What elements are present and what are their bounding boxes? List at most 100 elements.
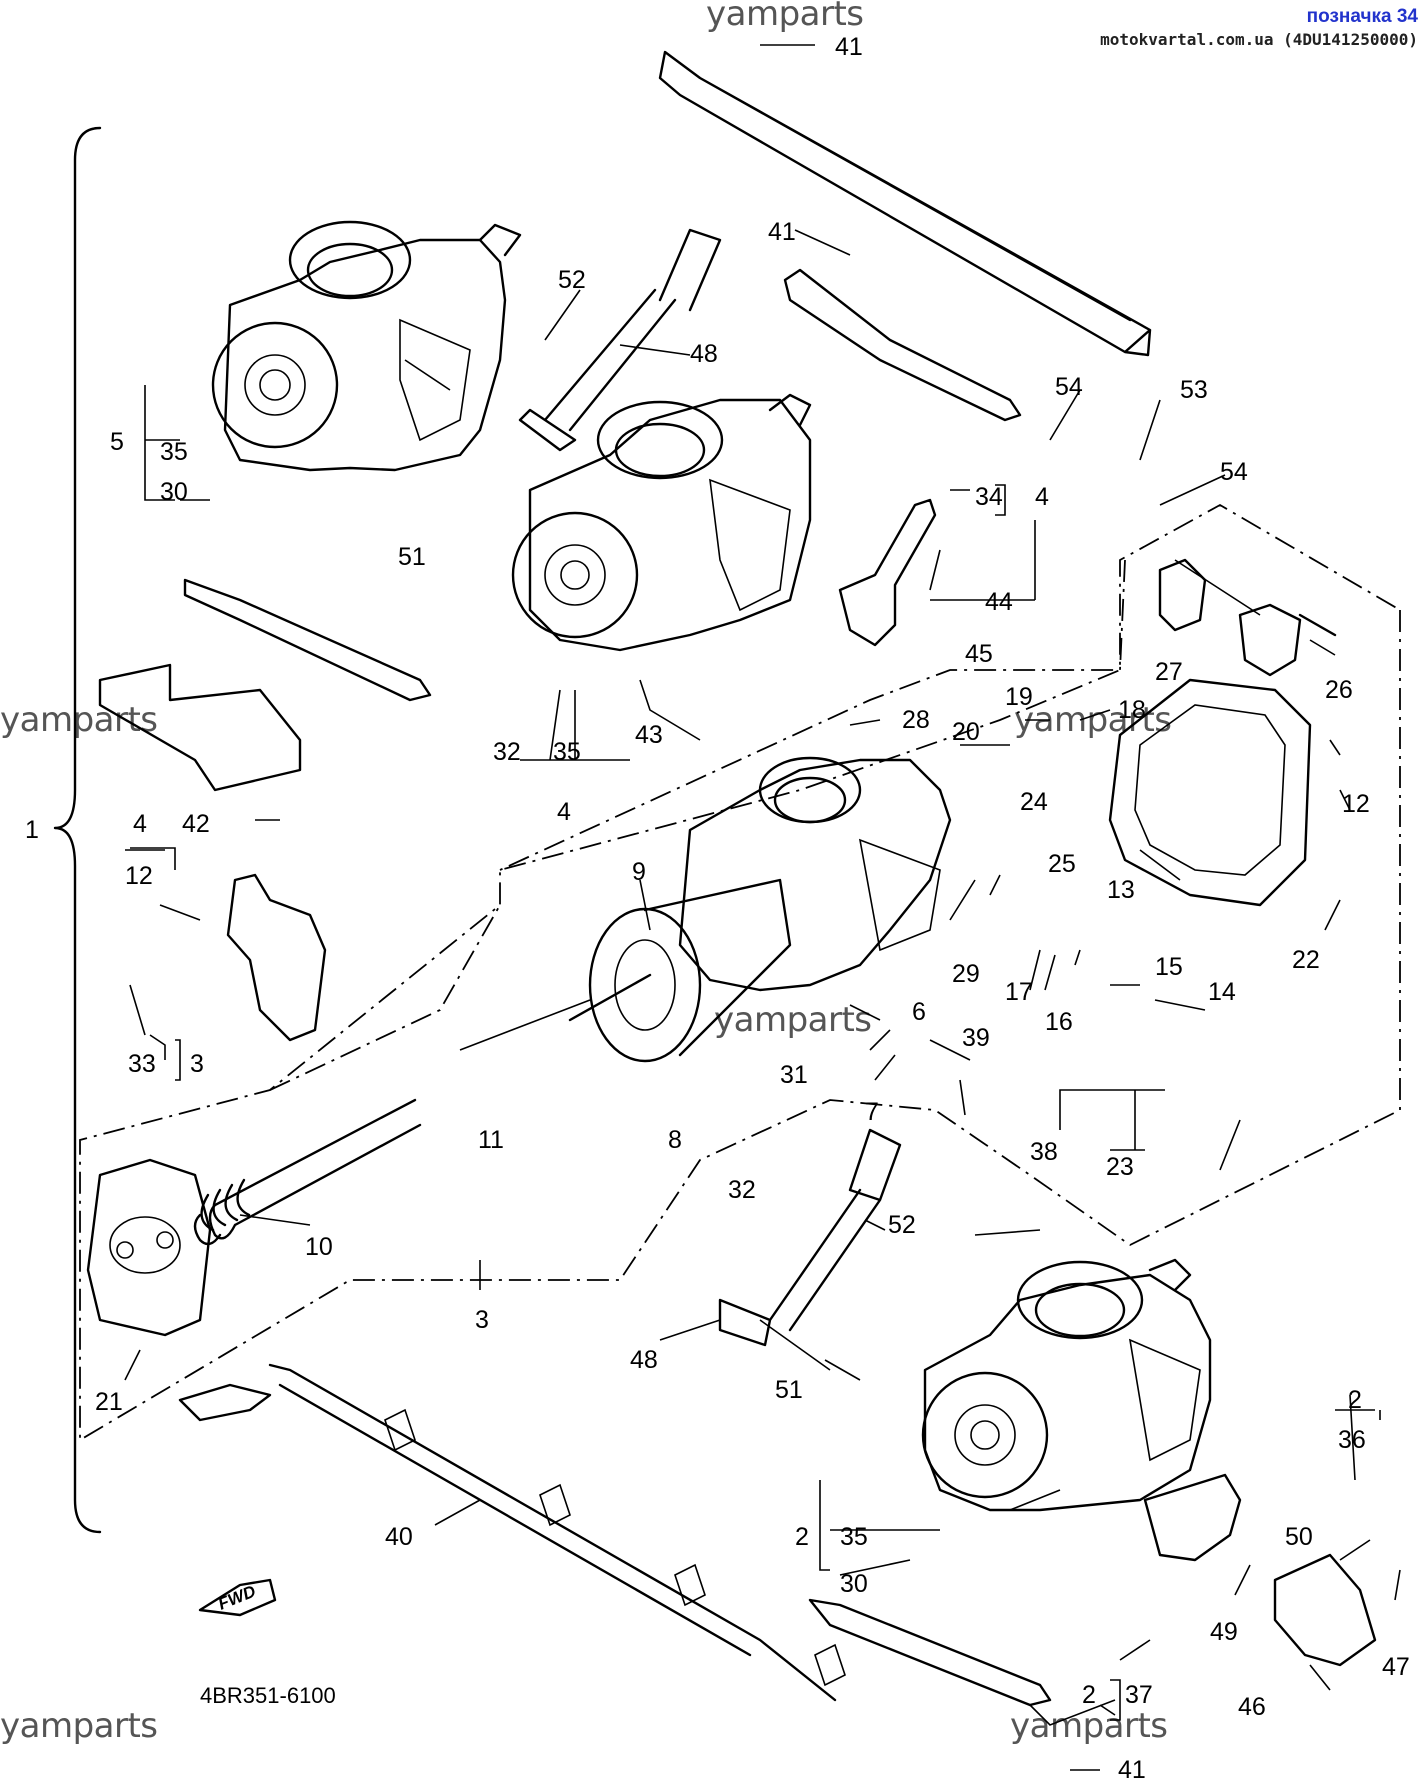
callout-32-top: 32	[493, 738, 521, 766]
throttle-shaft-top	[518, 228, 722, 452]
callout-12-left: 12	[125, 862, 153, 890]
piston-spring	[193, 1098, 422, 1246]
callout-4-left: 4	[133, 810, 147, 838]
callout-10: 10	[305, 1233, 333, 1261]
callout-3-center: 3	[475, 1306, 489, 1334]
callout-23: 23	[1106, 1153, 1134, 1181]
callout-46: 46	[1238, 1693, 1266, 1721]
callout-39: 39	[962, 1024, 990, 1052]
callout-35-top: 35	[160, 438, 188, 466]
top-mounting-rail	[658, 50, 1152, 357]
callout-48-top: 48	[690, 340, 718, 368]
carburetor-lower-center	[678, 756, 952, 992]
callout-8: 8	[668, 1126, 682, 1154]
sync-link-dash	[269, 904, 501, 1091]
callout-53: 53	[1180, 376, 1208, 404]
throttle-shaft-bottom	[718, 1128, 902, 1347]
carburetor-bottom-right	[921, 1258, 1212, 1512]
callout-2-top: 2	[1348, 1386, 1362, 1414]
intake-joint	[1273, 1553, 1377, 1667]
callout-52-bottom: 52	[888, 1211, 916, 1239]
callout-47: 47	[1382, 1653, 1410, 1681]
header: позначка 34 motokvartal.com.ua (4DU14125…	[1100, 6, 1418, 49]
watermark-bottom-right: yamparts	[1010, 1706, 1168, 1746]
callout-7: 7	[865, 1098, 879, 1126]
callout-29: 29	[952, 960, 980, 988]
callout-42: 42	[182, 810, 210, 838]
callout-52-top: 52	[558, 266, 586, 294]
callout-13: 13	[1107, 876, 1135, 904]
bottom-link-arm	[808, 1598, 1052, 1707]
callout-3-left: 3	[190, 1050, 204, 1078]
callout-14: 14	[1208, 978, 1236, 1006]
group-outline-4	[79, 503, 1401, 1442]
callout-40: 40	[385, 1523, 413, 1551]
callout-12-right: 12	[1342, 790, 1370, 818]
watermark-center: yamparts	[714, 1000, 872, 1040]
callout-16: 16	[1045, 1008, 1073, 1036]
source-site-label: motokvartal.com.ua (4DU141250000)	[1100, 30, 1418, 49]
callout-35-mid: 35	[553, 738, 581, 766]
callout-6: 6	[912, 998, 926, 1026]
callout-51-bottom: 51	[775, 1376, 803, 1404]
callout-24: 24	[1020, 788, 1048, 816]
callout-22: 22	[1292, 946, 1320, 974]
callout-33: 33	[128, 1050, 156, 1078]
callout-4-choke: 4	[1035, 483, 1049, 511]
callout-36: 36	[1338, 1426, 1366, 1454]
callout-19: 19	[1005, 683, 1033, 711]
callout-41-mid: 41	[768, 218, 796, 246]
callout-17: 17	[1005, 978, 1033, 1006]
callout-9: 9	[632, 858, 646, 886]
callout-28: 28	[902, 706, 930, 734]
callout-2-mid: 2	[795, 1523, 809, 1551]
callout-21: 21	[95, 1388, 123, 1416]
callout-5: 5	[110, 428, 124, 456]
callout-18: 18	[1118, 696, 1146, 724]
carburetor-top-left	[211, 220, 522, 472]
bracket-marks	[125, 484, 1375, 1721]
diagram-code: 4BR351-6100	[200, 1683, 336, 1708]
callout-41-bottom: 41	[1118, 1756, 1146, 1780]
assembly-brace	[53, 126, 102, 1534]
throttle-link-plate	[226, 873, 327, 1042]
sync-adjuster-rod	[178, 1363, 837, 1702]
group-outline-3	[499, 559, 1126, 871]
vacuum-chamber-cover	[86, 1158, 212, 1337]
callout-11: 11	[478, 1126, 504, 1154]
callout-35-bottom: 35	[840, 1523, 868, 1551]
callout-34: 34	[975, 483, 1003, 511]
watermark-top: yamparts	[706, 0, 864, 34]
callout-30-bottom: 30	[840, 1570, 868, 1598]
callout-50: 50	[1285, 1523, 1313, 1551]
callout-45: 45	[965, 640, 993, 668]
watermark-left: yamparts	[0, 700, 158, 740]
diagram-position-label: позначка 34	[1306, 6, 1418, 27]
callout-30-top: 30	[160, 478, 188, 506]
joint-flange	[1143, 1473, 1242, 1562]
callout-27: 27	[1155, 658, 1183, 686]
callout-2-bottom: 2	[1082, 1681, 1096, 1709]
callout-48-bottom: 48	[630, 1346, 658, 1374]
callout-4-mid: 4	[557, 798, 571, 826]
choke-lever	[838, 498, 937, 647]
callout-41-top: 41	[835, 33, 863, 61]
center-link-arm	[783, 268, 1022, 422]
callout-15: 15	[1155, 953, 1183, 981]
float-pin	[1298, 613, 1337, 637]
callout-54-right: 54	[1220, 458, 1248, 486]
rod-brackets	[384, 1408, 846, 1687]
forward-direction-arrow: FWD	[198, 1578, 277, 1617]
callout-43: 43	[635, 721, 663, 749]
leader-lines	[124, 44, 1401, 1771]
callout-37: 37	[1125, 1681, 1153, 1709]
callout-49: 49	[1210, 1618, 1238, 1646]
callout-26: 26	[1325, 676, 1353, 704]
left-link-arm	[183, 578, 432, 702]
callout-54-left: 54	[1055, 373, 1083, 401]
callout-44: 44	[985, 588, 1013, 616]
callout-32-mid: 32	[728, 1176, 756, 1204]
callout-51-top: 51	[398, 543, 426, 571]
float-chamber-bowl	[1108, 678, 1312, 907]
